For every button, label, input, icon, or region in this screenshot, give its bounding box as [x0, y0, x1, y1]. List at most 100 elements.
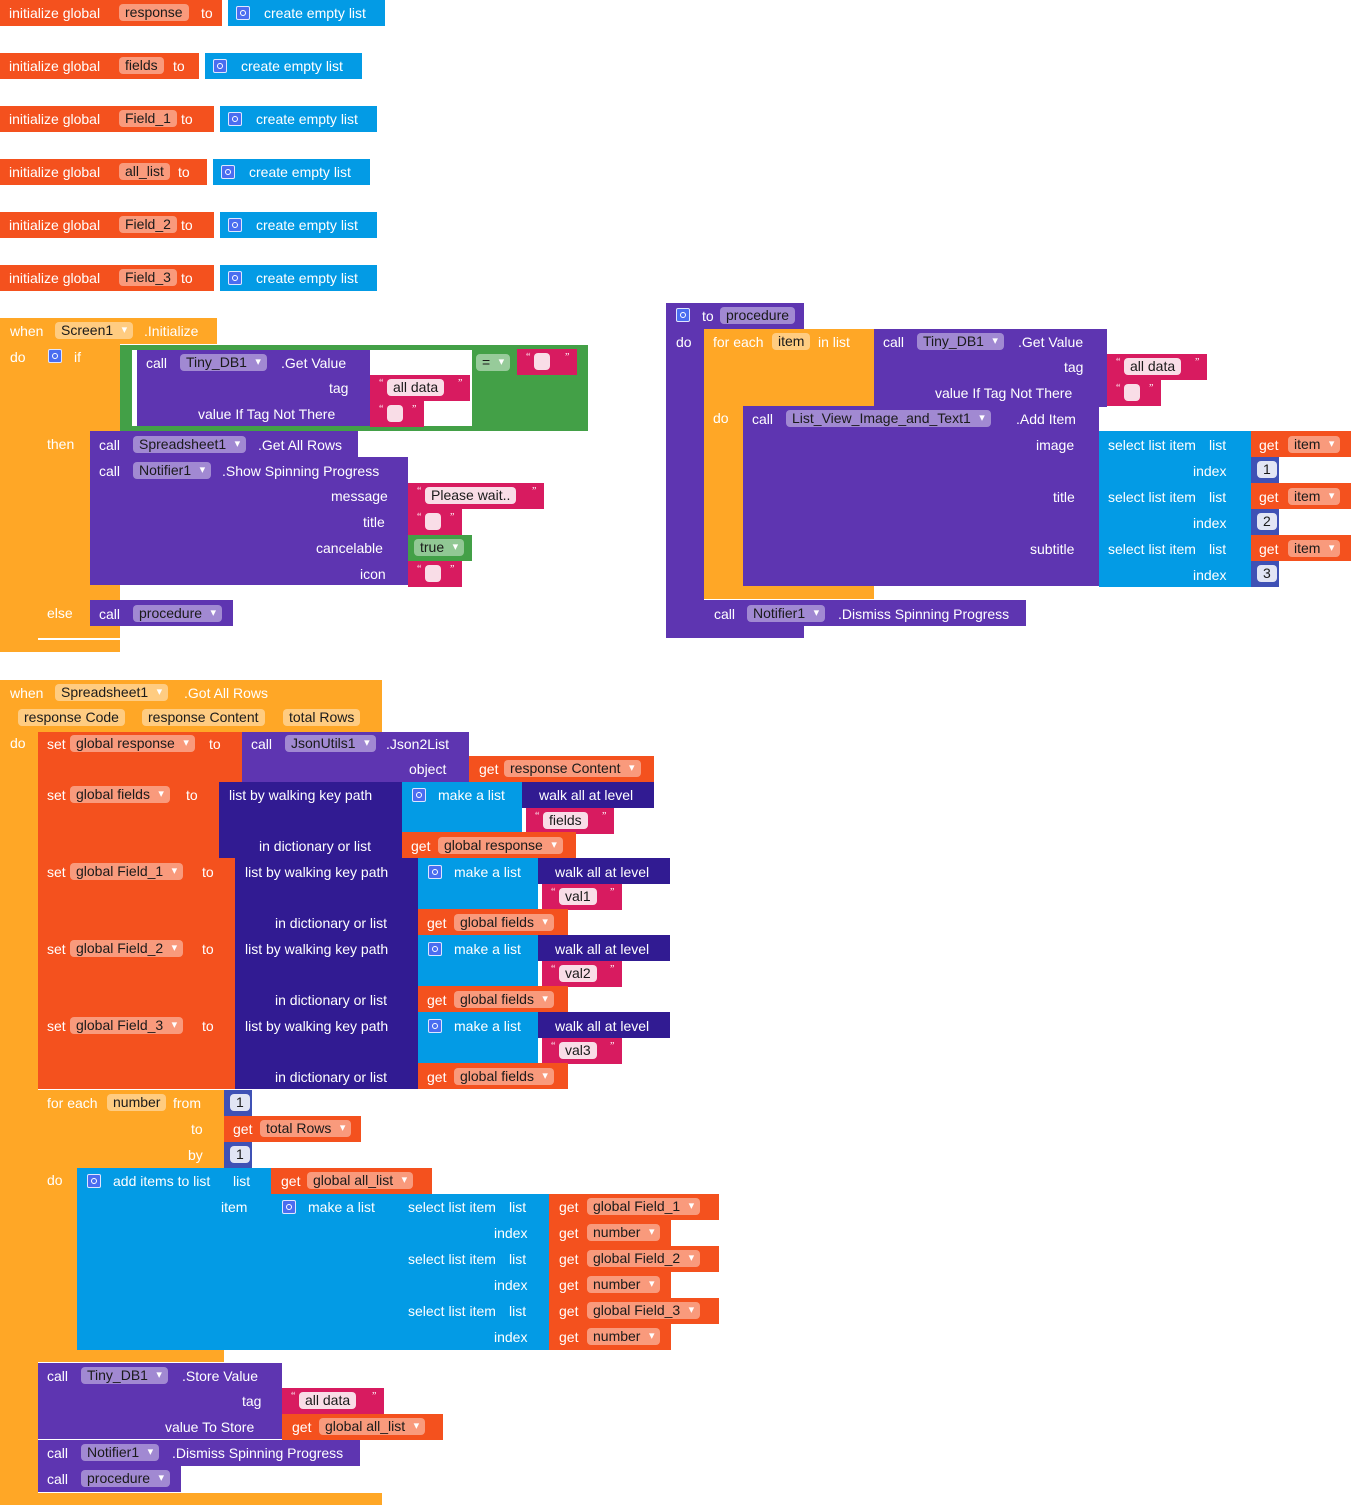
key-val-text[interactable]: val3 — [559, 1042, 597, 1059]
initialize-global-block[interactable] — [0, 265, 214, 291]
screen-component-dropdown[interactable]: Screen1 — [55, 322, 134, 339]
select-list-item-block[interactable] — [399, 1246, 549, 1298]
create-empty-list-block[interactable] — [220, 212, 377, 238]
global_field_3-dropdown[interactable]: global Field_3 — [70, 1017, 184, 1034]
global_field_2-dropdown[interactable]: global Field_2 — [587, 1250, 701, 1267]
gear-icon[interactable] — [221, 165, 235, 179]
empty-text-field[interactable] — [534, 353, 550, 370]
walk-all-at-level-block[interactable] — [538, 858, 670, 884]
spreadsheet-component-dropdown[interactable]: Spreadsheet1 — [133, 436, 247, 453]
total-rows-dropdown[interactable]: total Rows — [260, 1120, 352, 1137]
global-all-list-dropdown[interactable]: global all_list — [307, 1172, 414, 1189]
initialize-global-block[interactable] — [0, 159, 207, 185]
tag-text-value[interactable]: all data — [1124, 358, 1182, 375]
create-empty-list-block[interactable] — [213, 159, 370, 185]
initialize-global-block[interactable] — [0, 53, 199, 79]
empty-text-field[interactable] — [425, 513, 441, 530]
create-empty-list-block[interactable] — [220, 265, 377, 291]
key-fields-text[interactable]: fields — [543, 812, 588, 829]
global-name-field[interactable]: Field_3 — [119, 269, 177, 286]
walk-key-path-block[interactable] — [235, 935, 418, 1012]
walk-key-path-block[interactable] — [219, 782, 402, 858]
spreadsheet-component-dropdown[interactable]: Spreadsheet1 — [55, 684, 169, 701]
listview-add-item-block[interactable] — [743, 406, 1099, 586]
select-list-item-block[interactable] — [1099, 535, 1251, 587]
global-name-field[interactable]: response — [119, 4, 189, 21]
gear-icon[interactable] — [676, 308, 690, 322]
select-list-item-block[interactable] — [1099, 483, 1251, 535]
global_field_1-dropdown[interactable]: global Field_1 — [587, 1198, 701, 1215]
global-name-field[interactable]: fields — [119, 57, 164, 74]
number-dropdown[interactable]: number — [587, 1276, 661, 1293]
tag-text-value[interactable]: all data — [299, 1392, 357, 1409]
number-dropdown[interactable]: number — [587, 1224, 661, 1241]
make-a-list-block[interactable] — [271, 1194, 399, 1350]
tinydb-component-dropdown[interactable]: Tiny_DB1 — [81, 1367, 168, 1384]
create-empty-list-block[interactable] — [205, 53, 362, 79]
procedure-dropdown[interactable]: procedure — [81, 1470, 171, 1487]
walk-key-path-block[interactable] — [235, 1012, 418, 1089]
global-fields-dropdown[interactable]: global fields — [70, 786, 170, 803]
gear-icon[interactable] — [282, 1200, 296, 1214]
item-dropdown[interactable]: item — [1288, 436, 1341, 453]
number-value[interactable]: 1 — [1257, 461, 1277, 478]
number-value[interactable]: 1 — [230, 1146, 250, 1163]
empty-text-field[interactable] — [387, 405, 403, 422]
key-val-text[interactable]: val2 — [559, 965, 597, 982]
tag-text-value[interactable]: all data — [387, 379, 445, 396]
gear-icon[interactable] — [228, 218, 242, 232]
notifier-component-dropdown[interactable]: Notifier1 — [133, 462, 212, 479]
create-empty-list-block[interactable] — [228, 0, 385, 26]
gear-icon[interactable] — [48, 349, 62, 363]
boolean-dropdown[interactable]: true — [414, 539, 465, 556]
global-name-field[interactable]: Field_1 — [119, 110, 177, 127]
key-val-text[interactable]: val1 — [559, 888, 597, 905]
select-list-item-block[interactable] — [1099, 431, 1251, 483]
global-name-field[interactable]: Field_2 — [119, 216, 177, 233]
gear-icon[interactable] — [228, 271, 242, 285]
global-all-list-dropdown[interactable]: global all_list — [319, 1418, 426, 1435]
create-empty-list-block[interactable] — [220, 106, 377, 132]
response-content-dropdown[interactable]: response Content — [504, 760, 641, 777]
initialize-global-block[interactable] — [0, 212, 214, 238]
param-response-content[interactable]: response Content — [142, 709, 265, 726]
walk-all-at-level-block[interactable] — [522, 782, 654, 808]
gear-icon[interactable] — [87, 1174, 101, 1188]
tinydb-component-dropdown[interactable]: Tiny_DB1 — [180, 354, 267, 371]
message-text-value[interactable]: Please wait.. — [425, 487, 517, 504]
select-list-item-block[interactable] — [399, 1194, 549, 1246]
jsonutils-dropdown[interactable]: JsonUtils1 — [285, 735, 376, 752]
global-response-dropdown[interactable]: global response — [438, 837, 563, 854]
walk-key-path-block[interactable] — [235, 858, 418, 935]
notifier-component-dropdown[interactable]: Notifier1 — [747, 605, 826, 622]
initialize-global-block[interactable] — [0, 0, 222, 26]
global_field_1-dropdown[interactable]: global Field_1 — [70, 863, 184, 880]
item-variable-field[interactable]: item — [772, 333, 811, 350]
global-fields-dropdown[interactable]: global fields — [454, 1068, 554, 1085]
number-value[interactable]: 1 — [230, 1094, 250, 1111]
gear-icon[interactable] — [412, 788, 426, 802]
global_field_2-dropdown[interactable]: global Field_2 — [70, 940, 184, 957]
equals-dropdown[interactable]: = — [476, 354, 511, 371]
add-items-to-list-block[interactable] — [77, 1168, 271, 1350]
gear-icon[interactable] — [228, 112, 242, 126]
number-value[interactable]: 3 — [1257, 565, 1277, 582]
procedure-name-field[interactable]: procedure — [720, 307, 796, 324]
empty-text-field[interactable] — [1124, 384, 1140, 401]
item-dropdown[interactable]: item — [1288, 540, 1341, 557]
empty-text-field[interactable] — [425, 565, 441, 582]
global-fields-dropdown[interactable]: global fields — [454, 914, 554, 931]
param-response-code[interactable]: response Code — [18, 709, 125, 726]
notifier-component-dropdown[interactable]: Notifier1 — [81, 1444, 160, 1461]
number-value[interactable]: 2 — [1257, 513, 1277, 530]
global-name-field[interactable]: all_list — [119, 163, 170, 180]
listview-component-dropdown[interactable]: List_View_Image_and_Text1 — [786, 410, 991, 427]
gear-icon[interactable] — [428, 942, 442, 956]
walk-all-at-level-block[interactable] — [538, 935, 670, 961]
tinydb-component-dropdown[interactable]: Tiny_DB1 — [917, 333, 1004, 350]
gear-icon[interactable] — [213, 59, 227, 73]
walk-all-at-level-block[interactable] — [538, 1012, 670, 1038]
number-dropdown[interactable]: number — [587, 1328, 661, 1345]
gear-icon[interactable] — [428, 865, 442, 879]
